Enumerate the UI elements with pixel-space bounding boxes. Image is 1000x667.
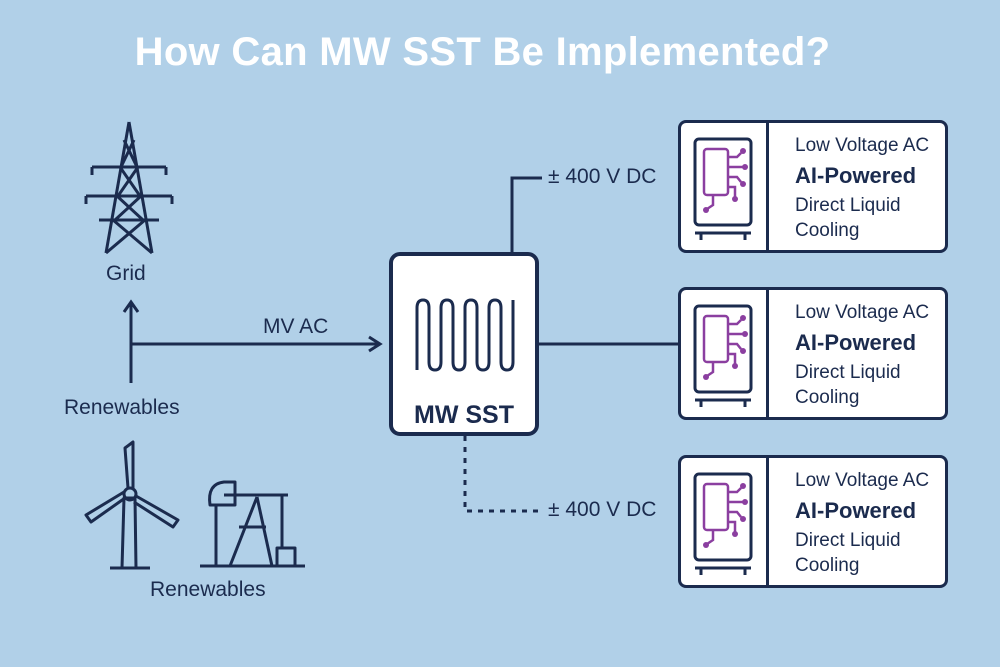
dc-bottom-label: ± 400 V DC <box>548 498 657 521</box>
dc-top-label: ± 400 V DC <box>548 165 657 188</box>
rack-cooling-label-cont: Cooling <box>795 220 860 241</box>
renewables-label-lower: Renewables <box>150 578 266 601</box>
wind-turbine-icon <box>84 440 180 570</box>
grid-label: Grid <box>106 262 146 285</box>
rack-voltage-label: Low Voltage AC <box>795 470 930 491</box>
rack-panel: Low Voltage AC AI-Powered Direct Liquid … <box>678 287 948 420</box>
rack-voltage-label: Low Voltage AC <box>795 135 930 156</box>
rack-voltage-label: Low Voltage AC <box>795 302 930 323</box>
page-title: How Can MW SST Be Implemented? <box>134 30 831 74</box>
rack-icon-cell <box>681 458 769 585</box>
mv-ac-label: MV AC <box>263 315 329 338</box>
renewables-label-upper: Renewables <box>64 396 180 419</box>
rack-cooling-label-cont: Cooling <box>795 387 860 408</box>
dc-top-line <box>510 176 542 252</box>
rack-ai-label: AI-Powered <box>795 330 917 355</box>
rack-cooling-label: Direct Liquid <box>795 530 901 551</box>
rack-icon-cell <box>681 123 769 250</box>
rack-text: Low Voltage AC AI-Powered Direct Liquid … <box>795 468 929 578</box>
circuit-chip-icon <box>693 304 753 407</box>
rack-cooling-label-cont: Cooling <box>795 555 860 576</box>
rack-panel: Low Voltage AC AI-Powered Direct Liquid … <box>678 455 948 588</box>
mw-sst-box: MW SST <box>389 252 539 436</box>
circuit-chip-icon <box>693 472 753 575</box>
rack-ai-label: AI-Powered <box>795 498 917 523</box>
circuit-chip-icon <box>693 137 753 240</box>
rack-text: Low Voltage AC AI-Powered Direct Liquid … <box>795 300 929 410</box>
pumpjack-icon <box>200 480 305 568</box>
grid-arrowhead <box>122 299 140 313</box>
mw-sst-label: MW SST <box>414 401 514 429</box>
rack-cooling-label: Direct Liquid <box>795 195 901 216</box>
transmission-tower-icon <box>84 121 174 255</box>
rack-cooling-label: Direct Liquid <box>795 362 901 383</box>
rack-icon-cell <box>681 290 769 417</box>
transformer-coil-icon <box>415 298 515 372</box>
rack-text: Low Voltage AC AI-Powered Direct Liquid … <box>795 133 929 243</box>
dc-bottom-line <box>463 436 541 513</box>
rack-panel: Low Voltage AC AI-Powered Direct Liquid … <box>678 120 948 253</box>
rack-ai-label: AI-Powered <box>795 163 917 188</box>
mv-ac-arrowhead <box>368 335 383 353</box>
